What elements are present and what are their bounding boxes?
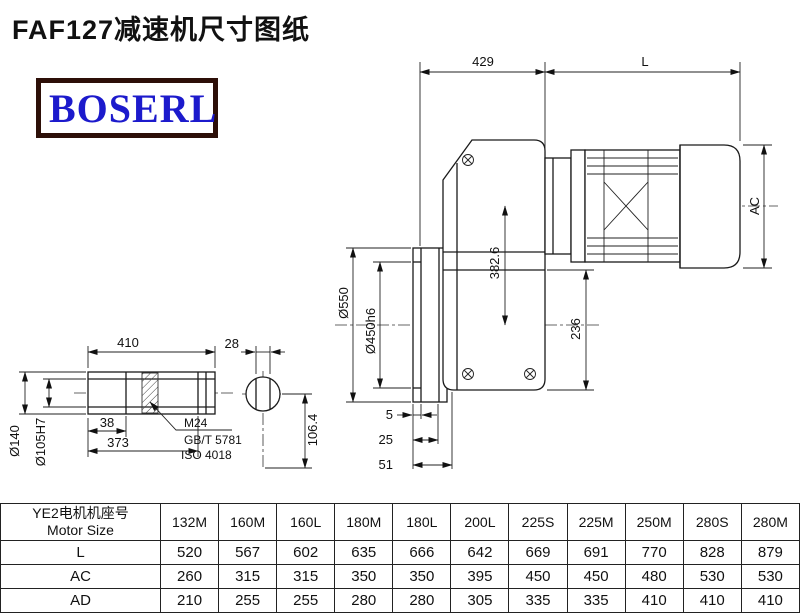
cell: 530 [740, 564, 800, 589]
shaft-detail-outline [87, 371, 281, 415]
dim-3826-label: 382.6 [487, 247, 502, 280]
dim-450h6-label: Ø450h6 [363, 308, 378, 354]
cell: 770 [624, 540, 684, 565]
cell: 210 [159, 588, 220, 613]
col-header-225m: 225M [566, 503, 626, 541]
motor-size-header: YE2电机机座号 Motor Size [0, 503, 161, 541]
dim-1064-label: 106.4 [305, 414, 320, 447]
table-header-row: YE2电机机座号 Motor Size 132M 160M 160L 180M … [0, 503, 800, 541]
dim-top [419, 62, 741, 246]
page-title: FAF127减速机尺寸图纸 [12, 15, 311, 45]
dim-236-label: 236 [568, 318, 583, 340]
row-label-ad: AD [0, 588, 161, 613]
dim-25-label: 25 [379, 432, 393, 447]
cell: 828 [682, 540, 742, 565]
dim-5-label: 5 [386, 407, 393, 422]
dim-550-label: Ø550 [336, 287, 351, 319]
dim-140-label: Ø140 [7, 425, 22, 457]
col-header-132m: 132M [159, 503, 220, 541]
col-header-160m: 160M [218, 503, 278, 541]
gearbox-dimension-drawing: 429 L AC 382.6 236 Ø550 Ø450h6 5 [7, 54, 778, 472]
motor-size-header-zh: YE2电机机座号 [32, 505, 129, 521]
col-header-250m: 250M [624, 503, 684, 541]
dim-ac-label: AC [747, 197, 762, 215]
table-row-ac: AC 260 315 315 350 350 395 450 450 480 5… [0, 564, 800, 589]
label-gbt-5781: GB/T 5781 [184, 433, 242, 447]
cell: 350 [392, 564, 452, 589]
cell: 280 [392, 588, 452, 613]
cell: 669 [508, 540, 568, 565]
cell: 335 [508, 588, 568, 613]
dim-shaft [19, 346, 312, 469]
cell: 691 [566, 540, 626, 565]
cell: 530 [682, 564, 742, 589]
label-iso-4018: ISO 4018 [181, 448, 232, 462]
dim-410-label: 410 [117, 335, 139, 350]
cell: 879 [740, 540, 800, 565]
cell: 305 [450, 588, 510, 613]
dim-38-label: 38 [100, 415, 114, 430]
dim-105h7-label: Ø105H7 [33, 418, 48, 466]
shaft-end-view [245, 376, 281, 412]
cell: 410 [682, 588, 742, 613]
dim-L: L [641, 54, 648, 69]
cell: 410 [740, 588, 800, 613]
dim-429: 429 [472, 54, 494, 69]
cell: 260 [159, 564, 220, 589]
motor-outline [544, 144, 741, 269]
motor-flange [570, 149, 586, 263]
cell: 480 [624, 564, 684, 589]
dim-bottom [397, 392, 453, 469]
cell: 315 [276, 564, 336, 589]
col-header-160l: 160L [276, 503, 336, 541]
cell: 395 [450, 564, 510, 589]
table-row-ad: AD 210 255 255 280 280 305 335 335 410 4… [0, 588, 800, 613]
dim-373-label: 373 [107, 435, 129, 450]
table-row-l: L 520 567 602 635 666 642 669 691 770 82… [0, 540, 800, 565]
boserl-logo: BOSERL [36, 78, 218, 138]
dim-51-label: 51 [379, 457, 393, 472]
cell: 255 [276, 588, 336, 613]
boserl-logo-text: BOSERL [49, 85, 218, 131]
col-header-180m: 180M [334, 503, 394, 541]
cell: 350 [334, 564, 394, 589]
cell: 255 [218, 588, 278, 613]
dim-28-label: 28 [225, 336, 239, 351]
col-header-280m: 280M [740, 503, 800, 541]
cell: 520 [159, 540, 220, 565]
cell: 567 [218, 540, 278, 565]
gear-housing [442, 139, 546, 391]
motor-fins [587, 150, 678, 262]
fan-cowl [679, 144, 741, 269]
row-label-l: L [0, 540, 161, 565]
col-header-180l: 180L [392, 503, 452, 541]
cell: 642 [450, 540, 510, 565]
dim-flange-dia [346, 247, 411, 403]
label-m24: M24 [184, 416, 208, 430]
output-flange [412, 247, 448, 403]
cell: 450 [508, 564, 568, 589]
row-label-ac: AC [0, 564, 161, 589]
cell: 635 [334, 540, 394, 565]
cell: 450 [566, 564, 626, 589]
cell: 410 [624, 588, 684, 613]
bolt-icons [462, 154, 536, 380]
dim-236 [547, 269, 594, 391]
input-adapter [544, 157, 572, 255]
retaining-hatch [141, 372, 159, 414]
gearcase-outline [412, 139, 546, 403]
dim-ac [743, 144, 772, 269]
motor-size-header-en: Motor Size [47, 522, 114, 538]
cell: 666 [392, 540, 452, 565]
cell: 602 [276, 540, 336, 565]
col-header-280s: 280S [682, 503, 742, 541]
motor-size-table: YE2电机机座号 Motor Size 132M 160M 160L 180M … [0, 503, 800, 613]
cell: 280 [334, 588, 394, 613]
cell: 315 [218, 564, 278, 589]
cell: 335 [566, 588, 626, 613]
col-header-200l: 200L [450, 503, 510, 541]
motor-body [584, 149, 681, 263]
col-header-225s: 225S [508, 503, 568, 541]
